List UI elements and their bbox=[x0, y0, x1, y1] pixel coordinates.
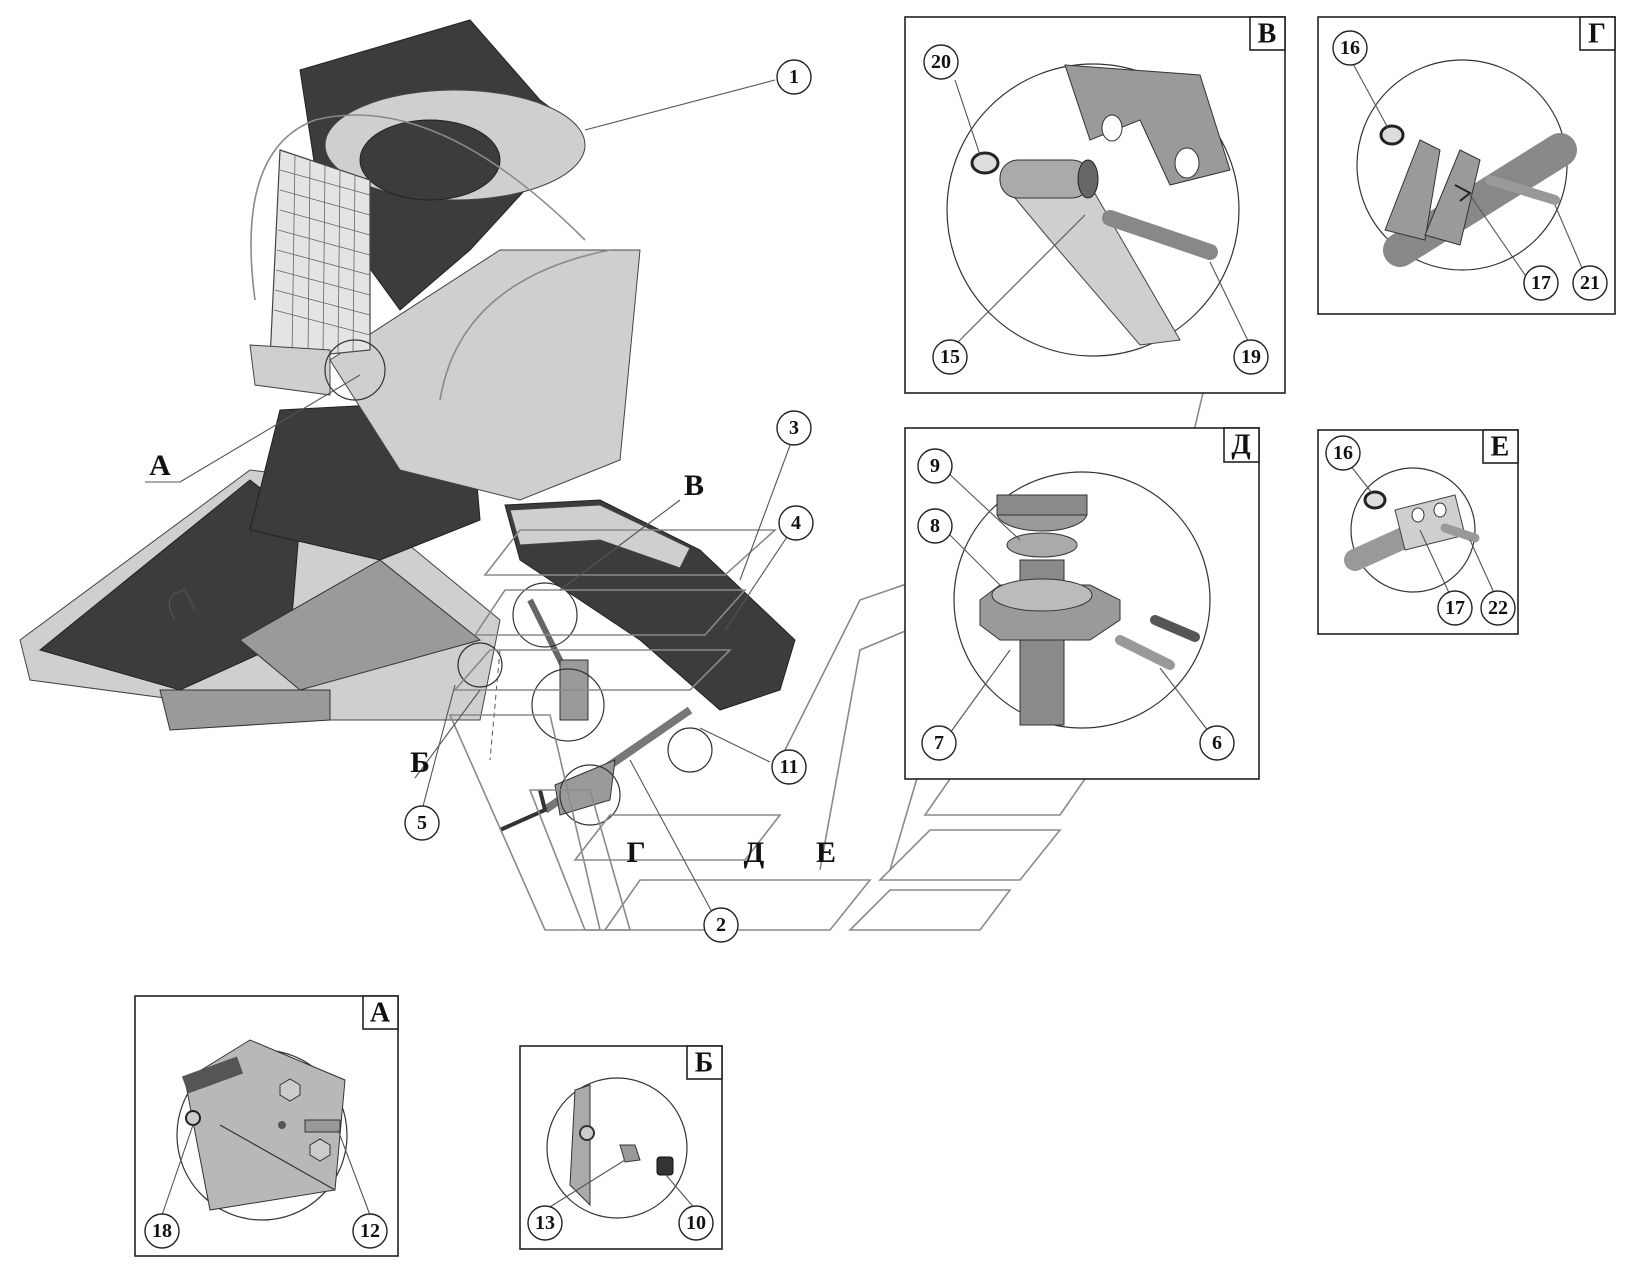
svg-text:13: 13 bbox=[535, 1212, 555, 1234]
leader-lines bbox=[179, 79, 796, 913]
detail-panel-A: А bbox=[134, 995, 399, 1257]
jack-crank-handle bbox=[499, 789, 548, 832]
svg-text:8: 8 bbox=[930, 515, 940, 537]
guard-bracket bbox=[249, 344, 331, 396]
view-letter-B: Б bbox=[410, 746, 430, 779]
svg-text:11: 11 bbox=[780, 756, 799, 778]
chute-curved bbox=[329, 249, 641, 501]
svg-text:3: 3 bbox=[789, 417, 799, 439]
callout-13: 13 bbox=[527, 1205, 563, 1241]
mesh-guard bbox=[269, 149, 371, 361]
svg-text:2: 2 bbox=[716, 914, 726, 936]
svg-text:9: 9 bbox=[930, 455, 940, 477]
svg-text:22: 22 bbox=[1488, 597, 1508, 619]
callout-17-E: 17 bbox=[1437, 590, 1473, 626]
callout-7: 7 bbox=[921, 725, 957, 761]
callout-8: 8 bbox=[917, 508, 953, 544]
callout-2: 2 bbox=[703, 907, 739, 943]
svg-text:16: 16 bbox=[1333, 442, 1353, 464]
svg-text:20: 20 bbox=[931, 51, 951, 73]
hopper-opening bbox=[359, 119, 501, 201]
detail-circle-A bbox=[324, 339, 386, 401]
callout-18: 18 bbox=[144, 1213, 180, 1249]
callout-10: 10 bbox=[678, 1205, 714, 1241]
view-letter-E: Е bbox=[816, 836, 836, 869]
view-letter-A: А bbox=[149, 449, 171, 482]
svg-text:12: 12 bbox=[360, 1220, 380, 1242]
svg-text:19: 19 bbox=[1241, 346, 1261, 368]
callout-15: 15 bbox=[932, 339, 968, 375]
callout-6: 6 bbox=[1199, 725, 1235, 761]
callout-9: 9 bbox=[917, 448, 953, 484]
svg-text:7: 7 bbox=[934, 732, 944, 754]
detail-circle-B bbox=[457, 642, 503, 688]
svg-text:21: 21 bbox=[1580, 272, 1600, 294]
detail-title-D: Д bbox=[1231, 430, 1250, 461]
jack-bracket bbox=[554, 759, 616, 816]
svg-text:10: 10 bbox=[686, 1212, 706, 1234]
callout-16-E: 16 bbox=[1325, 435, 1361, 471]
svg-text:15: 15 bbox=[940, 346, 960, 368]
axis-dashed-line bbox=[489, 649, 501, 761]
base-rail bbox=[159, 689, 331, 731]
view-letter-V-leader bbox=[559, 499, 681, 591]
detail-panel-E: Е bbox=[1317, 429, 1519, 635]
view-letter-D: Д bbox=[744, 836, 765, 869]
detail-panel-D: Д bbox=[904, 427, 1260, 780]
detail-title-B: Б bbox=[695, 1048, 714, 1079]
discharge-spout-top bbox=[509, 504, 691, 569]
callout-1: 1 bbox=[776, 59, 812, 95]
svg-text:6: 6 bbox=[1212, 732, 1222, 754]
svg-text:5: 5 bbox=[417, 812, 427, 834]
detail-title-E: Е bbox=[1491, 432, 1510, 463]
view-letter-V: В bbox=[684, 469, 704, 502]
guard-frame-tube bbox=[250, 114, 586, 301]
callout-21: 21 bbox=[1572, 265, 1608, 301]
callout-11: 11 bbox=[771, 749, 807, 785]
main-assembly bbox=[19, 19, 796, 832]
callout-4: 4 bbox=[778, 505, 814, 541]
base-frame-cross bbox=[239, 559, 482, 691]
svg-text:17: 17 bbox=[1445, 597, 1465, 619]
svg-text:17: 17 bbox=[1531, 272, 1551, 294]
svg-text:16: 16 bbox=[1340, 37, 1360, 59]
callout-3: 3 bbox=[776, 410, 812, 446]
view-letter-G: Г bbox=[626, 836, 645, 869]
chute-inner-edge bbox=[439, 249, 611, 401]
callout-12: 12 bbox=[352, 1213, 388, 1249]
detail-circle-G bbox=[559, 764, 621, 826]
callout-22: 22 bbox=[1480, 590, 1516, 626]
svg-text:1: 1 bbox=[789, 66, 799, 88]
detail-circle-D bbox=[531, 668, 605, 742]
base-frame-shadow bbox=[38, 479, 301, 691]
detail-panel-G: Г bbox=[1317, 16, 1616, 315]
callout-19: 19 bbox=[1233, 339, 1269, 375]
detail-circle-E bbox=[667, 727, 713, 773]
detail-panel-V: В bbox=[904, 16, 1286, 394]
detail-circle-V bbox=[512, 582, 578, 648]
callout-20: 20 bbox=[923, 44, 959, 80]
callout-17-G: 17 bbox=[1523, 265, 1559, 301]
base-handle bbox=[168, 589, 196, 621]
detail-title-V: В bbox=[1258, 19, 1277, 50]
svg-text:4: 4 bbox=[791, 512, 801, 534]
detail-title-A: А bbox=[370, 998, 391, 1029]
callout-16-G: 16 bbox=[1332, 30, 1368, 66]
callout-5: 5 bbox=[404, 805, 440, 841]
svg-text:18: 18 bbox=[152, 1220, 172, 1242]
detail-title-G: Г bbox=[1588, 19, 1606, 50]
